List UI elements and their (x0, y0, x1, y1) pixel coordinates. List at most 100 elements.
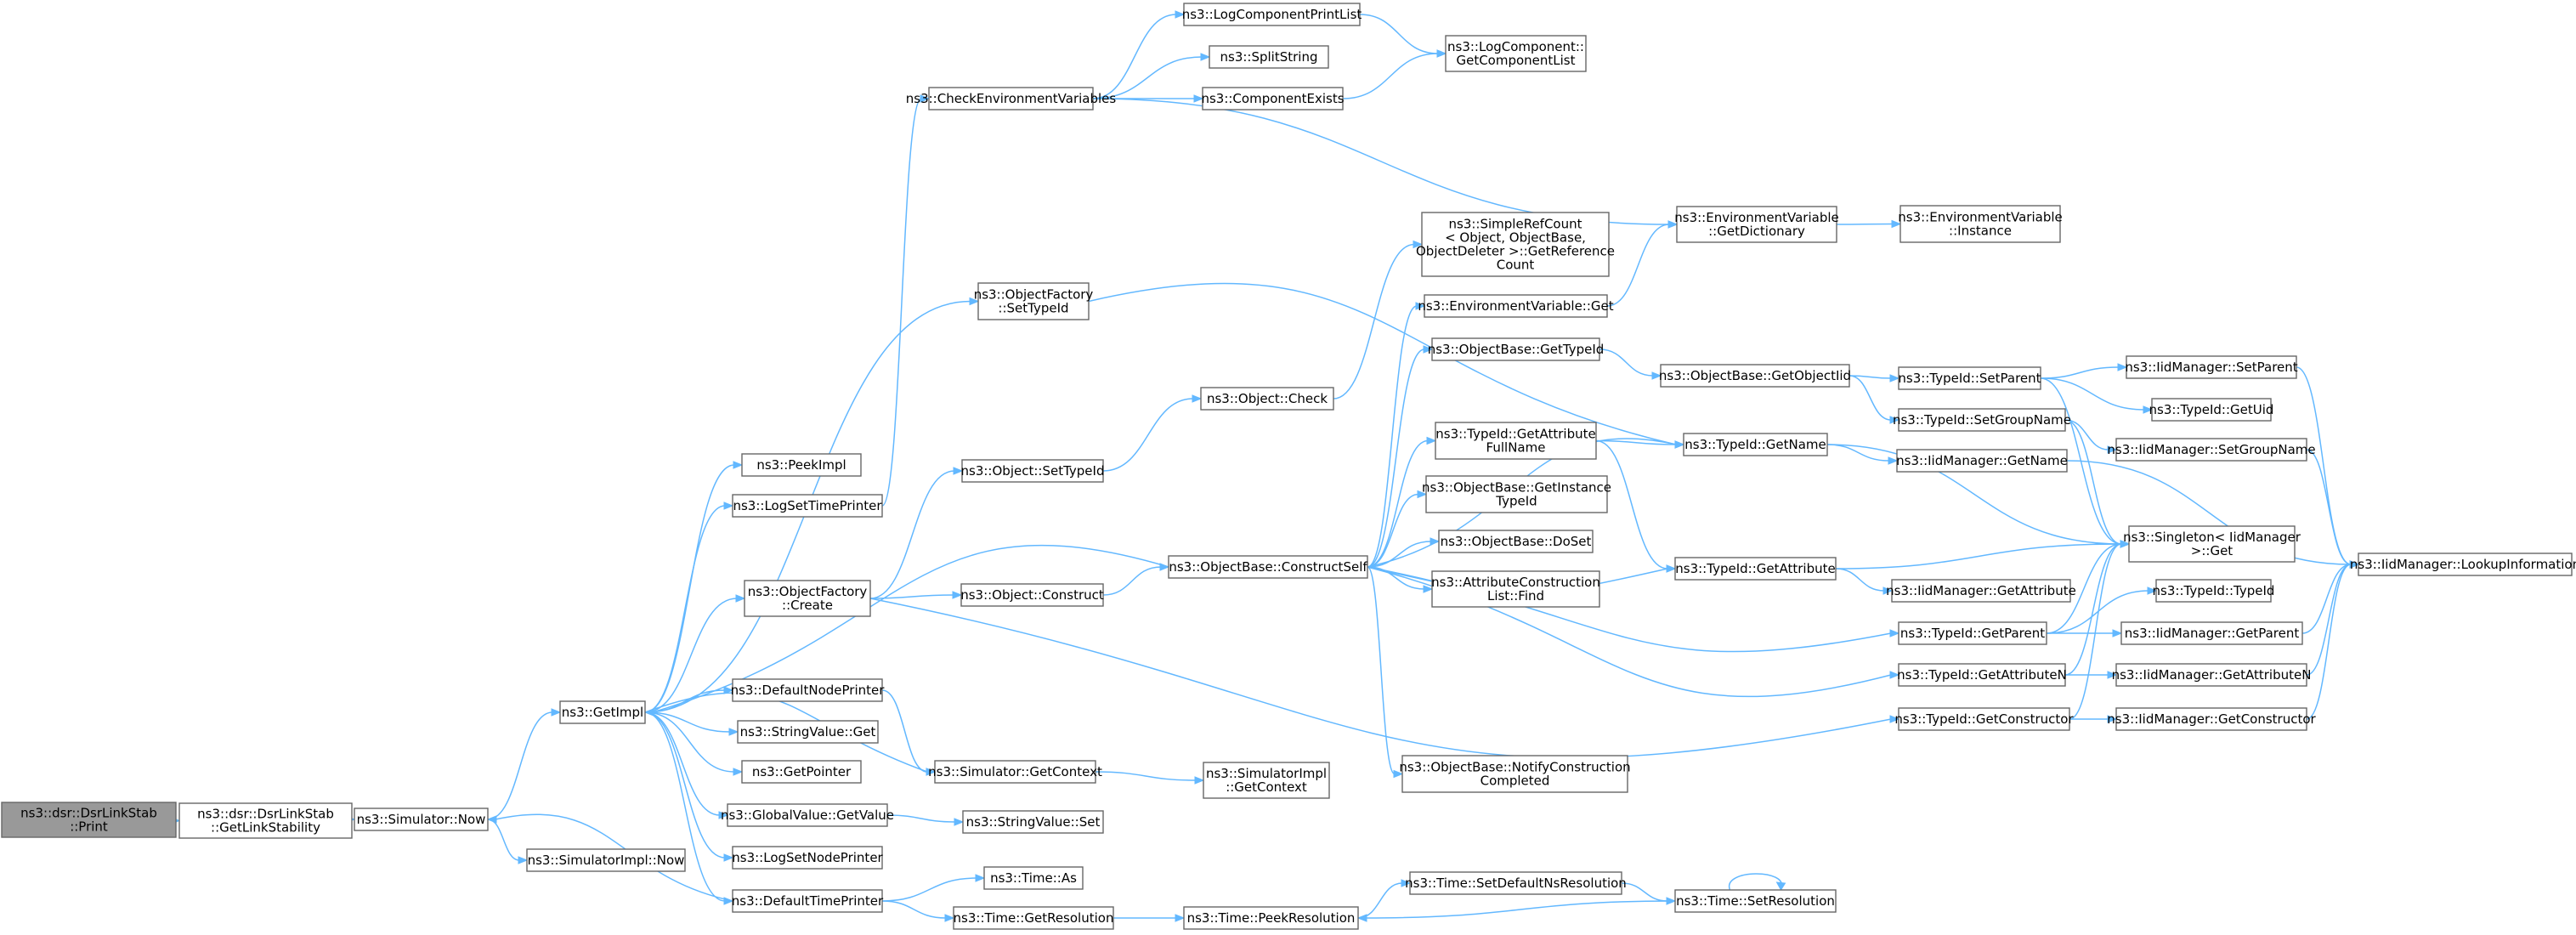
graph-node-label: ::Create (782, 598, 833, 613)
graph-node-label: ns3::DefaultNodePrinter (731, 683, 886, 698)
call-edge (487, 819, 529, 864)
graph-node-label: ns3::AttributeConstruction (1431, 575, 1600, 590)
graph-node-typeid-setgroupname[interactable]: ns3::TypeId::SetGroupName (1893, 408, 2071, 432)
graph-node-label: ns3::IidManager::GetParent (2125, 626, 2300, 641)
graph-node-simulatorimpl-getcontext[interactable]: ns3::SimulatorImpl::GetContext (1203, 762, 1330, 799)
call-edge (1113, 914, 1186, 922)
graph-node-stringvalue-set[interactable]: ns3::StringValue::Set (962, 810, 1104, 834)
graph-node-iidmanager-getconstructor[interactable]: ns3::IidManager::GetConstructor (2107, 707, 2317, 731)
graph-node-label: ns3::ObjectBase::NotifyConstruction (1399, 760, 1630, 775)
graph-node-iidmanager-getattributen[interactable]: ns3::IidManager::GetAttributeN (2112, 663, 2312, 687)
graph-node-stringvalue-get[interactable]: ns3::StringValue::Get (737, 720, 879, 744)
graph-node-label: ns3::StringValue::Get (740, 724, 876, 740)
graph-node-getlinkstability[interactable]: ns3::dsr::DsrLinkStab::GetLinkStability (178, 802, 353, 839)
call-edge (1367, 537, 1441, 568)
graph-node-checkenvvars[interactable]: ns3::CheckEnvironmentVariables (906, 87, 1117, 110)
graph-node-object-check[interactable]: ns3::Object::Check (1200, 387, 1334, 411)
graph-node-peekimpl[interactable]: ns3::PeekImpl (741, 453, 862, 477)
graph-node-globalvalue-getvalue[interactable]: ns3::GlobalValue::GetValue (721, 803, 894, 827)
graph-node-label: ns3::SimulatorImpl::Now (528, 853, 685, 868)
graph-node-objectfactory-create[interactable]: ns3::ObjectFactory::Create (744, 580, 871, 617)
graph-node-label: ns3::TypeId::SetParent (1898, 371, 2041, 386)
graph-node-simulator-getcontext[interactable]: ns3::Simulator::GetContext (928, 760, 1102, 784)
graph-node-logcomponentprintlist[interactable]: ns3::LogComponentPrintList (1182, 3, 1362, 26)
call-edge (1367, 490, 1428, 568)
graph-node-iidmanager-getname[interactable]: ns3::IidManager::GetName (1896, 449, 2068, 473)
graph-node-label: ns3::Time::PeekResolution (1187, 910, 1356, 926)
graph-node-iidmanager-setgroupname[interactable]: ns3::IidManager::SetGroupName (2107, 438, 2316, 462)
graph-node-label: ns3::SimulatorImpl (1206, 766, 1327, 781)
graph-node-envvar-get[interactable]: ns3::EnvironmentVariable::Get (1418, 294, 1614, 318)
graph-node-typeid-getattributen[interactable]: ns3::TypeId::GetAttributeN (1897, 663, 2067, 687)
graph-node-singleton-get[interactable]: ns3::Singleton< IidManager>::Get (2123, 525, 2301, 563)
graph-node-simplerefcount[interactable]: ns3::SimpleRefCount< Object, ObjectBase,… (1416, 212, 1615, 277)
graph-node-simulatorimpl-now[interactable]: ns3::SimulatorImpl::Now (526, 848, 686, 872)
graph-node-iidmanager-lookupinformation[interactable]: ns3::IidManager::LookupInformation (2350, 552, 2576, 576)
graph-node-envvar-getdictionary[interactable]: ns3::EnvironmentVariable::GetDictionary (1674, 206, 1839, 243)
call-edge (1599, 348, 1662, 380)
graph-node-time-as[interactable]: ns3::Time::As (983, 866, 1084, 890)
graph-node-objectbase-getobjectiid[interactable]: ns3::ObjectBase::GetObjectIid (1659, 364, 1851, 388)
graph-node-typeid-setparent[interactable]: ns3::TypeId::SetParent (1898, 366, 2041, 390)
call-edge (2065, 671, 2118, 679)
graph-node-label: ns3::dsr::DsrLinkStab (197, 807, 334, 822)
graph-node-object-settypeid[interactable]: ns3::Object::SetTypeId (961, 459, 1105, 483)
graph-node-logsettimeprinter[interactable]: ns3::LogSetTimePrinter (732, 494, 883, 518)
graph-node-label: TypeId (1495, 494, 1537, 509)
graph-node-label: ::SetTypeId (998, 301, 1068, 316)
graph-node-label: ::Print (70, 819, 108, 835)
graph-node-defaultnodeprinter[interactable]: ns3::DefaultNodePrinter (731, 678, 886, 702)
graph-node-objectbase-doset[interactable]: ns3::ObjectBase::DoSet (1438, 530, 1594, 553)
graph-node-label: ns3::dsr::DsrLinkStab (20, 806, 157, 821)
call-edge (1836, 219, 1902, 229)
graph-node-typeid-getconstructor[interactable]: ns3::TypeId::GetConstructor (1894, 707, 2074, 731)
graph-node-logsetnodeprinter[interactable]: ns3::LogSetNodePrinter (732, 846, 884, 870)
graph-node-time-getresolution[interactable]: ns3::Time::GetResolution (953, 906, 1114, 930)
graph-node-label: ns3::IidManager::GetName (1896, 453, 2068, 468)
graph-node-objectbase-notifyconstruction[interactable]: ns3::ObjectBase::NotifyConstructionCompl… (1399, 755, 1631, 793)
call-edge (2306, 560, 2360, 720)
call-edge (1848, 375, 1900, 424)
call-edge (1092, 53, 1211, 99)
graph-node-label: ns3::TypeId::TypeId (2153, 583, 2275, 598)
call-edge (869, 467, 964, 599)
graph-node-getimpl[interactable]: ns3::GetImpl (559, 700, 646, 724)
graph-node-objectfactory-settypeid[interactable]: ns3::ObjectFactory::SetTypeId (974, 282, 1094, 320)
graph-node-typeid-typeid[interactable]: ns3::TypeId::TypeId (2153, 579, 2275, 603)
graph-node-label: ns3::Time::SetDefaultNsResolution (1405, 876, 1627, 891)
graph-node-typeid-getattribute[interactable]: ns3::TypeId::GetAttribute (1674, 557, 1837, 581)
graph-node-object-construct[interactable]: ns3::Object::Construct (960, 583, 1104, 607)
graph-node-label: ns3::GetPointer (752, 764, 852, 779)
graph-node-objectbase-gettypeid[interactable]: ns3::ObjectBase::GetTypeId (1428, 337, 1605, 361)
graph-node-time-setresolution[interactable]: ns3::Time::SetResolution (1674, 889, 1837, 913)
graph-node-typeid-getuid[interactable]: ns3::TypeId::GetUid (2149, 398, 2274, 422)
nodes-layer: ns3::dsr::DsrLinkStab::Printns3::dsr::Ds… (1, 3, 2576, 930)
graph-node-time-peekresolution[interactable]: ns3::Time::PeekResolution (1183, 906, 1359, 930)
graph-node-time-setdefaultnsresolution[interactable]: ns3::Time::SetDefaultNsResolution (1405, 871, 1627, 895)
graph-node-defaulttimeprinter[interactable]: ns3::DefaultTimePrinter (732, 889, 884, 913)
call-edge (881, 689, 937, 776)
graph-node-dsrlinkstab-print[interactable]: ns3::dsr::DsrLinkStab::Print (1, 802, 177, 838)
graph-node-iidmanager-setparent[interactable]: ns3::IidManager::SetParent (2125, 355, 2298, 379)
call-edge (881, 900, 955, 922)
graph-node-getpointer[interactable]: ns3::GetPointer (741, 760, 862, 784)
graph-node-splitstring[interactable]: ns3::SplitString (1209, 45, 1329, 69)
call-edge (644, 502, 734, 713)
graph-node-iidmanager-getparent[interactable]: ns3::IidManager::GetParent (2120, 621, 2303, 645)
graph-node-typeid-getname[interactable]: ns3::TypeId::GetName (1683, 433, 1828, 456)
graph-node-envvar-instance[interactable]: ns3::EnvironmentVariable::Instance (1898, 205, 2063, 243)
graph-node-iidmanager-getattribute[interactable]: ns3::IidManager::GetAttribute (1886, 579, 2076, 603)
graph-node-componentexists[interactable]: ns3::ComponentExists (1201, 87, 1345, 110)
graph-node-simulator-now[interactable]: ns3::Simulator::Now (354, 808, 489, 831)
graph-node-typeid-getparent[interactable]: ns3::TypeId::GetParent (1898, 621, 2047, 645)
graph-node-objectbase-constructself[interactable]: ns3::ObjectBase::ConstructSelf (1168, 555, 1368, 579)
call-edge (1092, 10, 1186, 99)
graph-node-label: ns3::ObjectBase::DoSet (1441, 534, 1592, 549)
graph-node-label: >::Get (2191, 543, 2233, 558)
graph-node-label: ns3::LogComponentPrintList (1182, 7, 1362, 22)
graph-node-logcomponent-getlist[interactable]: ns3::LogComponent::GetComponentList (1445, 35, 1587, 72)
